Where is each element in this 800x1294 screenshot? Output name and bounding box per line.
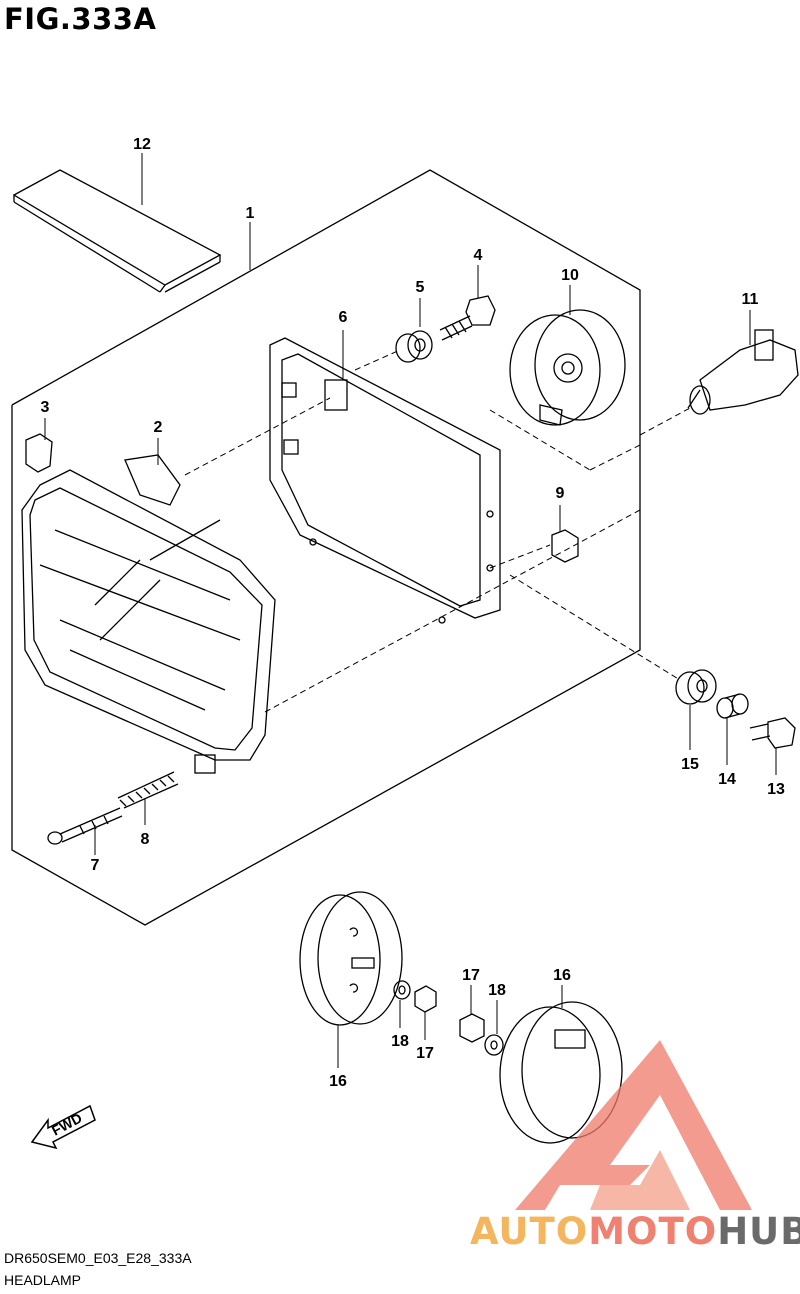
part-16-cover-rear	[299, 891, 403, 1026]
figure-name: HEADLAMP	[4, 1272, 82, 1288]
assembly-outline	[11, 169, 641, 926]
part-15-grommet	[675, 669, 717, 705]
callout-4: 4	[473, 247, 483, 264]
callout-15: 15	[681, 756, 699, 773]
callout-5: 5	[415, 279, 425, 296]
part-12-pad	[12, 169, 222, 286]
callout-17-a: 17	[416, 1045, 434, 1062]
callout-16-rear: 16	[329, 1073, 347, 1090]
callout-12: 12	[133, 136, 151, 153]
callout-17-b: 17	[462, 967, 480, 984]
callout-10: 10	[561, 267, 579, 284]
callout-16-front: 16	[553, 967, 571, 984]
callout-1: 1	[245, 205, 255, 222]
watermark-part-moto: MOTO	[588, 1210, 718, 1253]
part-3-nut	[25, 433, 53, 473]
callout-2: 2	[153, 419, 163, 436]
part-2-headlamp-unit	[21, 454, 276, 774]
part-11-bulb	[687, 329, 799, 415]
part-4-screw	[439, 295, 496, 341]
part-8-spring	[117, 771, 179, 809]
part-18-washer-b	[484, 1034, 504, 1056]
automotohub-watermark: AUTOMOTOHUB	[470, 1210, 800, 1253]
part-17-nut-a	[414, 985, 437, 1013]
part-14-collar	[716, 693, 749, 719]
figure-title: FIG.333A	[4, 2, 157, 36]
callout-6: 6	[338, 309, 348, 326]
watermark-part-auto: AUTO	[470, 1210, 589, 1253]
callout-18-b: 18	[488, 982, 506, 999]
callout-11: 11	[741, 291, 759, 308]
part-17-nut-b	[459, 1013, 485, 1043]
part-18-washer-a	[393, 980, 411, 1000]
callout-8: 8	[140, 831, 150, 848]
callout-13: 13	[767, 781, 785, 798]
part-6-frame	[269, 337, 501, 624]
fwd-arrow	[30, 1104, 96, 1150]
part-7-screw	[47, 807, 123, 845]
callout-7: 7	[90, 857, 100, 874]
callout-18-a: 18	[391, 1033, 409, 1050]
part-16-cover-front	[499, 1001, 623, 1144]
part-13-bolt	[749, 717, 796, 749]
callout-9: 9	[555, 485, 565, 502]
part-5-grommet	[395, 330, 433, 363]
callout-3: 3	[40, 399, 50, 416]
figure-code: DR650SEM0_E03_E28_333A	[4, 1250, 192, 1266]
part-10-socket-cover	[509, 309, 626, 426]
automotohub-logo-mark	[515, 1040, 752, 1210]
callout-14: 14	[718, 771, 736, 788]
watermark-part-hub: HUB	[717, 1210, 800, 1253]
